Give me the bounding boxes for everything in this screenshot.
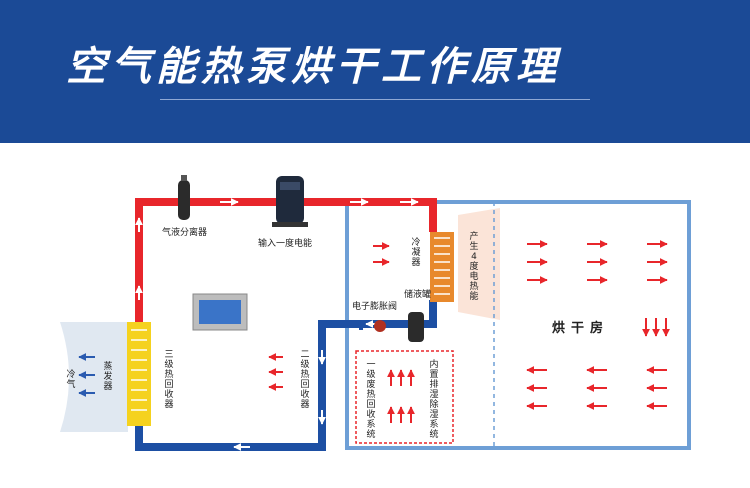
- label-cold-air: 冷气: [66, 370, 76, 390]
- cold-air-arrows: [78, 353, 95, 397]
- label-condenser: 冷凝器: [411, 238, 421, 268]
- separator-tank: [178, 180, 190, 220]
- label-receiver: 储液罐: [404, 290, 432, 300]
- label-compressor: 输入一度电能: [258, 239, 313, 249]
- label-separator: 气液分离器: [162, 228, 208, 238]
- evaporator-fins: [131, 329, 147, 411]
- condenser-coil: [430, 232, 454, 302]
- title-underline: [160, 99, 590, 100]
- label-built-in-system: 内置排湿除湿系统: [429, 360, 439, 440]
- recovery-arrows: [268, 353, 415, 423]
- separator-cap: [181, 175, 187, 181]
- label-heat-recovery-3: 三级热回收器: [164, 350, 174, 410]
- label-expansion-valve: 电子膨胀阀: [352, 302, 398, 312]
- compressor-base: [272, 222, 308, 227]
- hot-air-arrows: [373, 240, 670, 410]
- header-banner: 空气能热泵烘干工作原理: [0, 0, 750, 143]
- condenser-fins: [434, 237, 450, 295]
- receiver-tank: [408, 312, 424, 342]
- label-drying-room: 烘干房: [552, 321, 610, 336]
- label-produce: 产生4度电热能: [469, 232, 479, 302]
- label-stage1-system: 一级废热回收系统: [366, 360, 376, 440]
- compressor-label-plate: [280, 182, 300, 190]
- cold-pipe: [135, 300, 437, 451]
- expansion-valve: [374, 320, 386, 332]
- waste-heat-box: [355, 350, 454, 444]
- control-screen: [199, 300, 241, 324]
- label-evaporator: 蒸发器: [103, 362, 113, 392]
- cold-air-zone: [60, 322, 128, 432]
- label-heat-recovery-2: 二级热回收器: [300, 350, 310, 410]
- heat-glow: [458, 208, 500, 320]
- page-title: 空气能热泵烘干工作原理: [66, 44, 561, 90]
